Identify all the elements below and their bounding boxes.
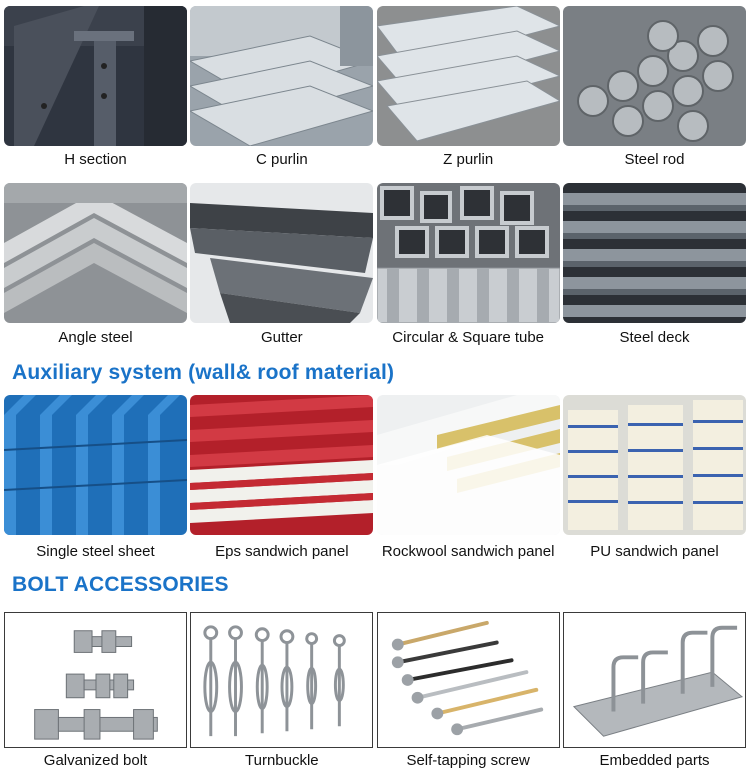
- product-label: Turnbuckle: [245, 752, 319, 769]
- auxiliary-system-heading: Auxiliary system (wall& roof material): [12, 361, 395, 384]
- z-purlin-image: [376, 6, 560, 146]
- tube-image: [376, 183, 560, 323]
- product-card-steel-deck[interactable]: Steel deck: [562, 183, 746, 347]
- product-label: Eps sandwich panel: [215, 543, 349, 560]
- product-label: Rockwool sandwich panel: [381, 543, 555, 560]
- product-label: Single steel sheet: [36, 543, 155, 560]
- product-card-galvanized-bolt[interactable]: Galvanized bolt: [4, 612, 187, 770]
- product-card-self-tapping-screw[interactable]: Self-tapping screw: [376, 612, 560, 770]
- c-purlin-image: [190, 6, 374, 146]
- product-label: Self-tapping screw: [406, 752, 530, 769]
- product-card-single-steel-sheet[interactable]: Single steel sheet: [4, 395, 187, 561]
- auxiliary-products-row: Single steel sheet Eps sandwich panel: [4, 395, 746, 561]
- product-card-eps-sandwich-panel[interactable]: Eps sandwich panel: [190, 395, 374, 561]
- self-tapping-screw-image: [376, 612, 560, 748]
- bolt-accessories-row: Galvanized bolt Turnbuckle: [4, 612, 746, 770]
- product-label: Angle steel: [58, 329, 133, 346]
- h-section-image: [4, 6, 187, 146]
- product-label: Circular & Square tube: [392, 329, 545, 346]
- product-card-pu-sandwich-panel[interactable]: PU sandwich panel: [562, 395, 746, 561]
- product-label: Z purlin: [443, 151, 494, 168]
- product-label: Steel deck: [619, 329, 690, 346]
- product-card-z-purlin[interactable]: Z purlin: [376, 6, 560, 169]
- galvanized-bolt-image: [4, 612, 187, 748]
- product-card-c-purlin[interactable]: C purlin: [190, 6, 374, 169]
- turnbuckle-image: [190, 612, 374, 748]
- product-card-embedded-parts[interactable]: Embedded parts: [562, 612, 746, 770]
- product-label: Gutter: [260, 329, 303, 346]
- eps-sandwich-panel-image: [190, 395, 374, 535]
- steel-deck-image: [562, 183, 746, 323]
- single-steel-sheet-image: [4, 395, 187, 535]
- product-card-angle-steel[interactable]: Angle steel: [4, 183, 187, 347]
- product-label: Embedded parts: [599, 752, 710, 769]
- embedded-parts-image: [562, 612, 746, 748]
- product-label: H section: [64, 151, 127, 168]
- structural-products-row-2: Angle steel Gutter: [4, 183, 746, 347]
- product-card-rockwool-sandwich-panel[interactable]: Rockwool sandwich panel: [376, 395, 560, 561]
- product-label: C purlin: [255, 151, 308, 168]
- gutter-image: [190, 183, 374, 323]
- product-label: Steel rod: [624, 151, 685, 168]
- product-card-steel-rod[interactable]: Steel rod: [562, 6, 746, 169]
- pu-sandwich-panel-image: [562, 395, 746, 535]
- product-label: Galvanized bolt: [43, 752, 148, 769]
- product-card-turnbuckle[interactable]: Turnbuckle: [190, 612, 374, 770]
- product-card-gutter[interactable]: Gutter: [190, 183, 374, 347]
- steel-rod-image: [562, 6, 746, 146]
- product-card-circular-square-tube[interactable]: Circular & Square tube: [376, 183, 560, 347]
- rockwool-sandwich-panel-image: [376, 395, 560, 535]
- structural-products-row-1: H section C purlin: [4, 6, 746, 169]
- bolt-accessories-heading: BOLT ACCESSORIES: [12, 573, 229, 596]
- product-card-h-section[interactable]: H section: [4, 6, 187, 169]
- product-label: PU sandwich panel: [590, 543, 719, 560]
- angle-steel-image: [4, 183, 187, 323]
